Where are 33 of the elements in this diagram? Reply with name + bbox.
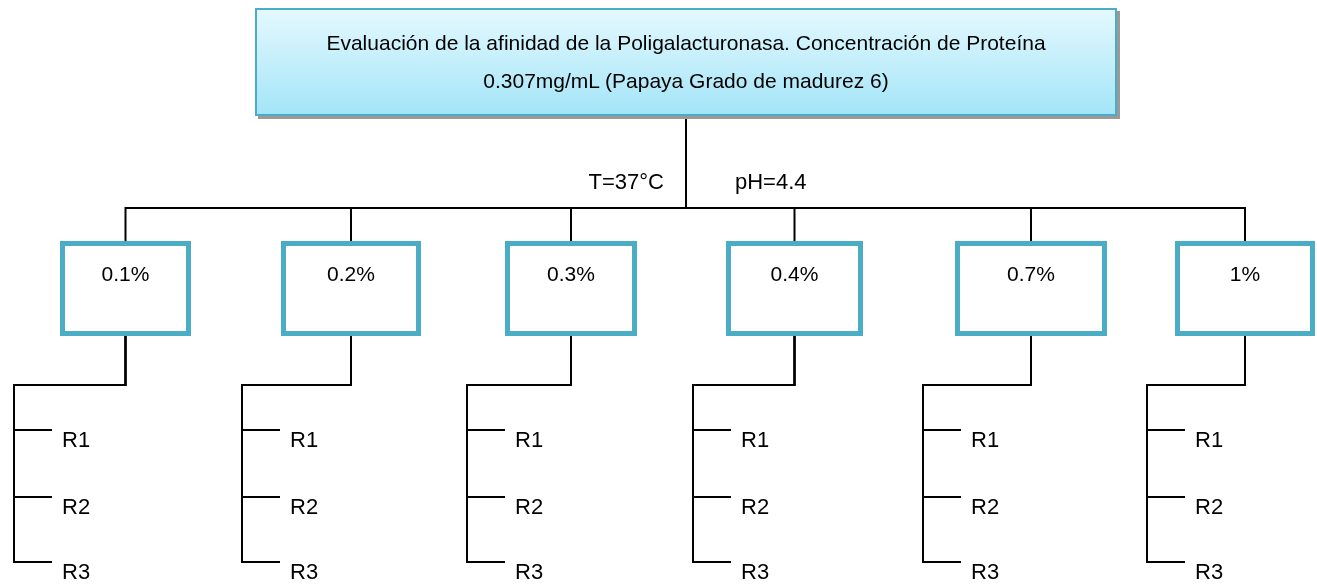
concentration-box: 0.4%	[726, 241, 863, 336]
concentration-box: 1%	[1175, 241, 1315, 336]
replicate-label: R1	[290, 426, 324, 454]
concentration-box: 0.2%	[281, 241, 421, 336]
condition-label: T=37°C	[587, 168, 664, 196]
connector-line	[922, 335, 1032, 563]
concentration-box: 0.7%	[955, 241, 1107, 336]
replicate-label: R2	[62, 493, 96, 521]
connector-line	[1146, 335, 1246, 563]
replicate-label: R3	[971, 558, 1005, 586]
concentration-box: 0.1%	[60, 241, 191, 336]
connector-line	[241, 335, 352, 563]
replicate-label: R1	[1195, 426, 1229, 454]
connector-line	[13, 335, 127, 563]
replicate-label: R1	[62, 426, 96, 454]
replicate-label: R1	[515, 426, 549, 454]
replicate-label: R3	[290, 558, 324, 586]
replicate-label: R2	[515, 493, 549, 521]
connector-line	[466, 335, 572, 563]
condition-label: pH=4.4	[735, 168, 808, 196]
replicate-label: R3	[1195, 558, 1229, 586]
concentration-box: 0.3%	[505, 241, 637, 336]
replicate-label: R1	[971, 426, 1005, 454]
replicate-label: R2	[1195, 493, 1229, 521]
replicate-label: R2	[741, 493, 775, 521]
connector-line	[692, 335, 796, 563]
replicate-label: R2	[971, 493, 1005, 521]
replicate-label: R3	[515, 558, 549, 586]
replicate-label: R3	[741, 558, 775, 586]
replicate-label: R2	[290, 493, 324, 521]
replicate-label: R3	[62, 558, 96, 586]
replicate-label: R1	[741, 426, 775, 454]
title-box: Evaluación de la afinidad de la Poligalacturonasa. Concentración de Proteína 0.307mg/mL (Papaya Grado de madurez 6)	[255, 8, 1117, 116]
